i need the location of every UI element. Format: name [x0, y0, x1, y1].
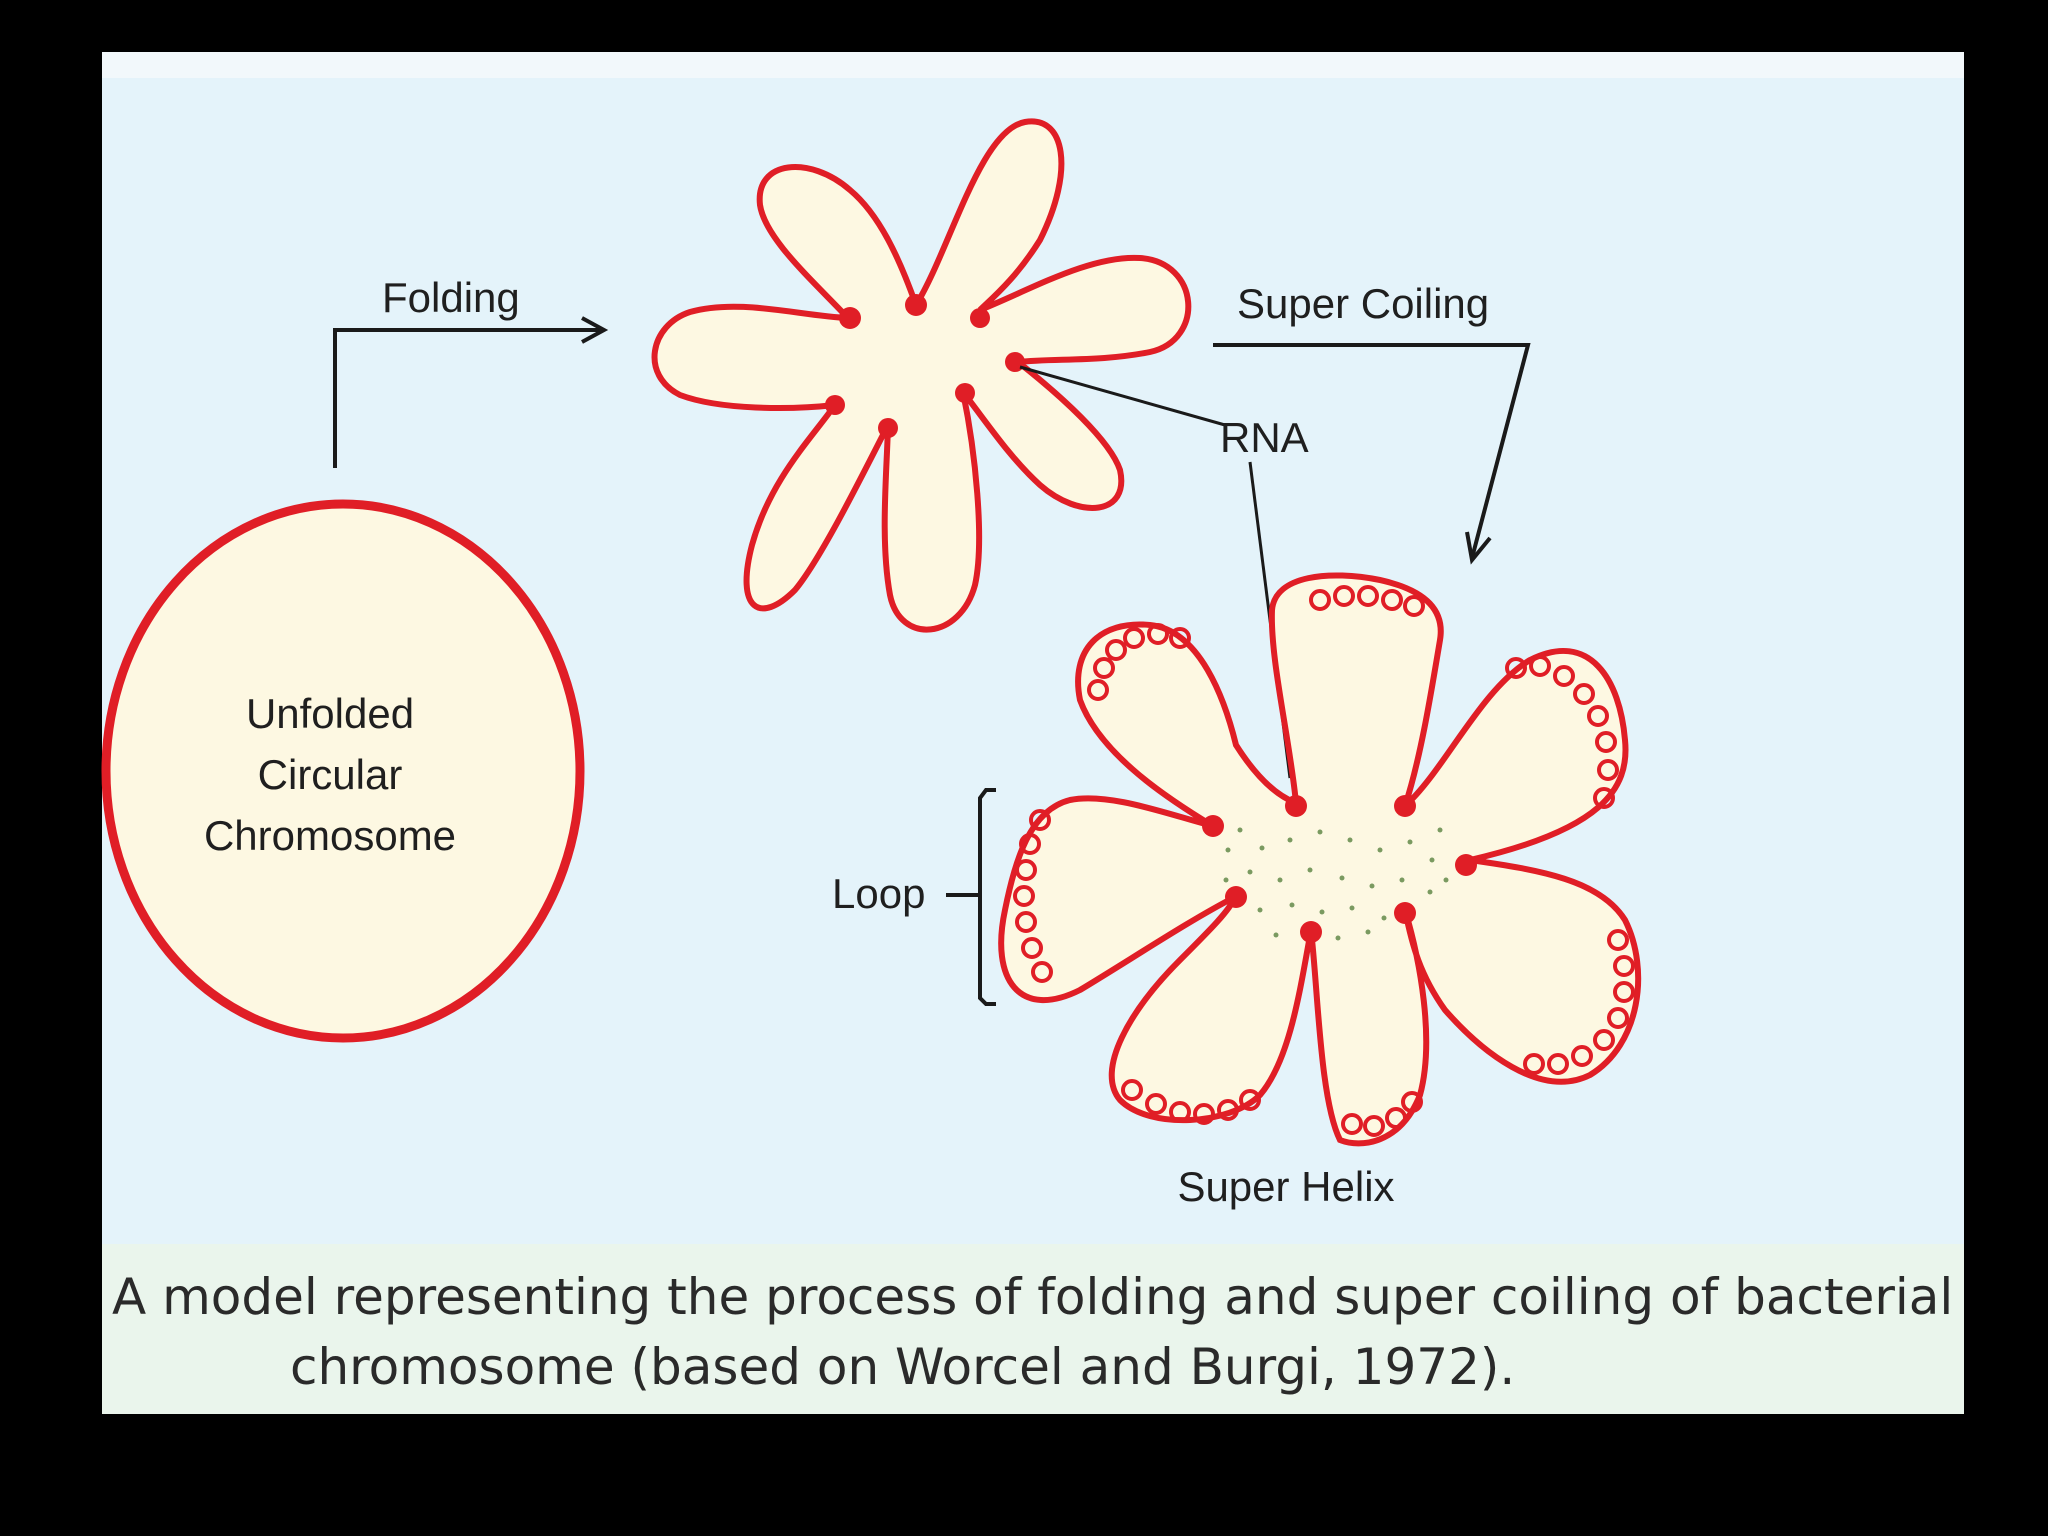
- super-coiling-arrow-icon: [1213, 343, 1531, 565]
- folding-label: Folding: [382, 274, 520, 321]
- unfolded-label-line1: Unfolded: [246, 690, 414, 737]
- folded-rosette-outline: [651, 118, 1192, 633]
- super-coiling-label: Super Coiling: [1237, 280, 1489, 327]
- panel-top-strip: [102, 52, 1964, 78]
- super-helix-label: Super Helix: [1177, 1163, 1394, 1210]
- super-helix: [998, 572, 1642, 1147]
- folded-chromosome: [651, 118, 1192, 633]
- loop-bracket: [946, 788, 996, 1006]
- unfolded-chromosome-circle: [101, 499, 585, 1043]
- caption-line2: chromosome (based on Worcel and Burgi, 1…: [290, 1338, 1515, 1396]
- rna-label: RNA: [1220, 414, 1309, 461]
- caption-band: [102, 1244, 1964, 1414]
- loop-label: Loop: [832, 870, 925, 917]
- unfolded-label-line3: Chromosome: [204, 812, 456, 859]
- unfolded-label-line2: Circular: [258, 751, 403, 798]
- super-helix-outline: [998, 572, 1642, 1147]
- folding-arrow-icon: [333, 316, 609, 468]
- caption-line1: A model representing the process of fold…: [112, 1268, 1953, 1326]
- super-helix-coils: [1013, 585, 1635, 1137]
